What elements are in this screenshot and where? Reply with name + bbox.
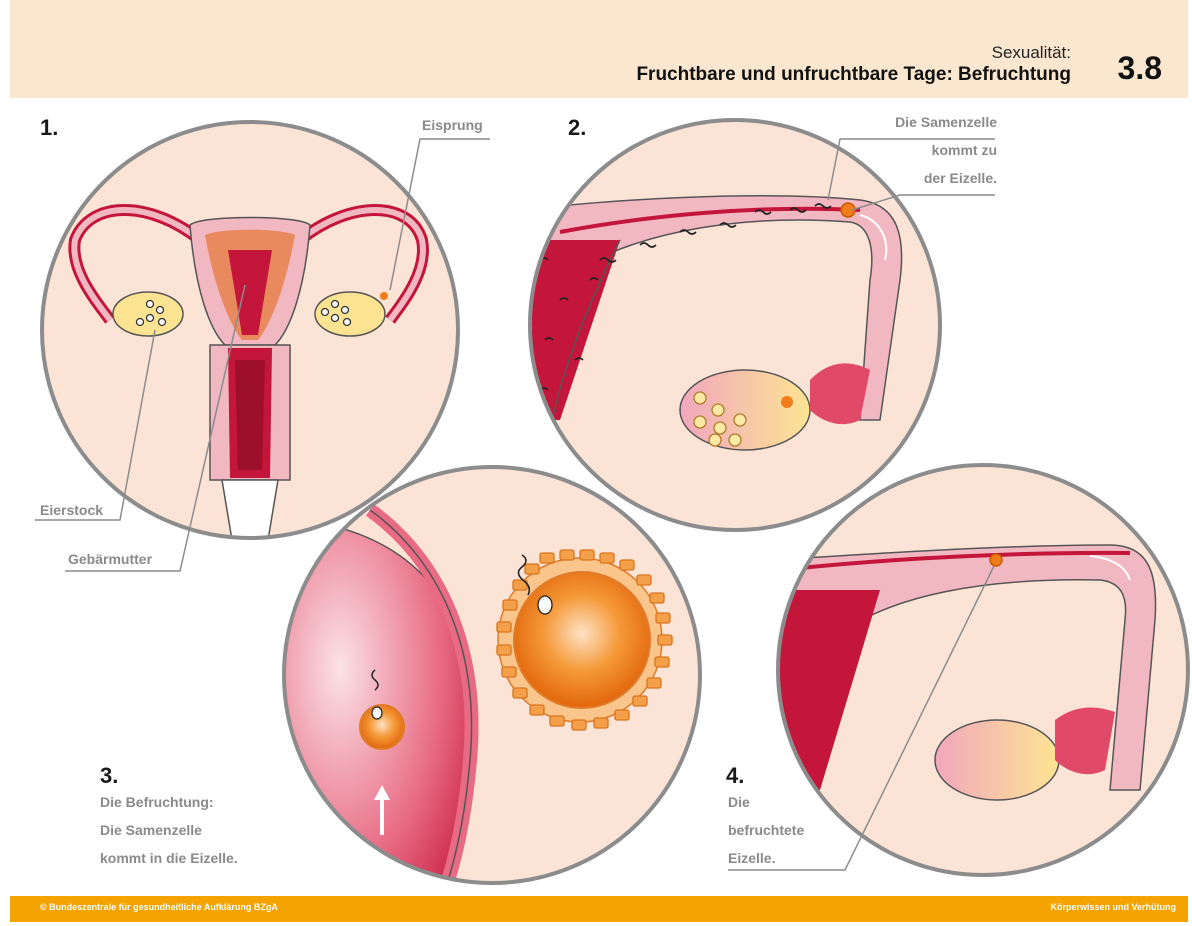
- label-eierstock: Eierstock: [40, 502, 103, 518]
- footer-bar: © Bundeszentrale für gesundheitliche Auf…: [10, 896, 1188, 922]
- panel-4-caption-line-2: befruchtete: [728, 816, 804, 844]
- ovary: [935, 720, 1059, 800]
- panel-3-fertilization-illustration: [284, 467, 700, 890]
- footer-copyright: © Bundeszentrale für gesundheitliche Auf…: [40, 902, 278, 912]
- panel-1-number: 1.: [40, 115, 58, 141]
- panel-2-caption-line-1: Die Samenzelle: [895, 108, 997, 136]
- fertilized-egg: [990, 554, 1002, 566]
- ovary: [680, 370, 810, 450]
- panel-2-caption-line-2: kommt zu: [895, 136, 997, 164]
- panel-1-uterus-illustration: [42, 122, 458, 540]
- panel-4-number: 4.: [726, 763, 744, 789]
- panel-2-caption: Die Samenzelle kommt zu der Eizelle.: [895, 108, 997, 192]
- left-ovary: [113, 292, 183, 336]
- panel-4-caption-line-3: Eizelle.: [728, 844, 804, 872]
- panel-3-caption: Die Befruchtung: Die Samenzelle kommt in…: [100, 788, 238, 872]
- footer-section: Körperwissen und Verhütung: [1050, 902, 1176, 912]
- panel-4-fertilized-egg-illustration: [775, 465, 1188, 875]
- label-eisprung: Eisprung: [422, 117, 483, 133]
- panel-2-fallopian-tube-illustration: [525, 120, 940, 530]
- panel-4-caption: Die befruchtete Eizelle.: [728, 788, 804, 872]
- panel-3-caption-line-2: Die Samenzelle: [100, 816, 238, 844]
- panel-4-caption-line-1: Die: [728, 788, 804, 816]
- panel-3-number: 3.: [100, 763, 118, 789]
- panel-3-caption-line-3: kommt in die Eizelle.: [100, 844, 238, 872]
- panel-2-caption-line-3: der Eizelle.: [895, 164, 997, 192]
- panel-2-number: 2.: [568, 115, 586, 141]
- panel-3-caption-line-1: Die Befruchtung:: [100, 788, 238, 816]
- label-gebaermutter: Gebärmutter: [68, 551, 152, 567]
